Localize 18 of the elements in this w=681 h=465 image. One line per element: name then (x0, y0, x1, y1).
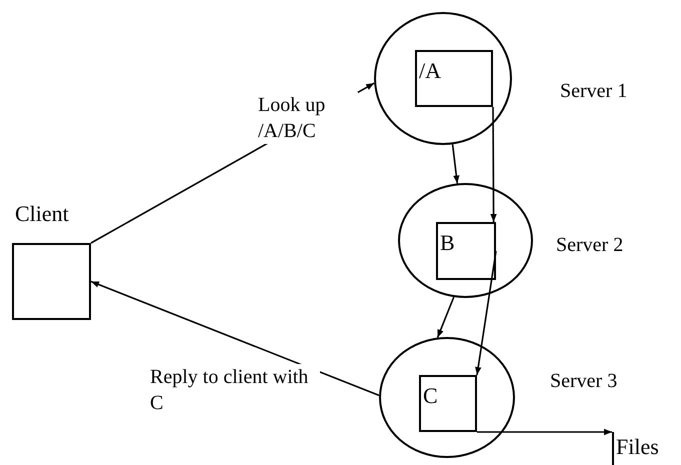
arrow (452, 144, 460, 184)
server-label: Server 3 (550, 369, 618, 394)
server-ellipse (379, 337, 515, 458)
arrow (90, 280, 380, 396)
server-label: Server 2 (556, 233, 624, 258)
server-label: Server 1 (560, 79, 628, 104)
directory-box: C (419, 375, 477, 432)
server-ellipse (374, 12, 512, 145)
arrow (436, 296, 455, 338)
node-heading: Client (15, 200, 69, 228)
server-ellipse (398, 183, 533, 298)
edge-label: Look up /A/B/C (258, 92, 358, 144)
directory-box: B (436, 222, 496, 280)
directory-box: /A (415, 50, 493, 107)
arrow (475, 250, 497, 376)
arrow (490, 107, 497, 222)
arrow (477, 428, 612, 436)
files-text: Files (612, 432, 674, 465)
